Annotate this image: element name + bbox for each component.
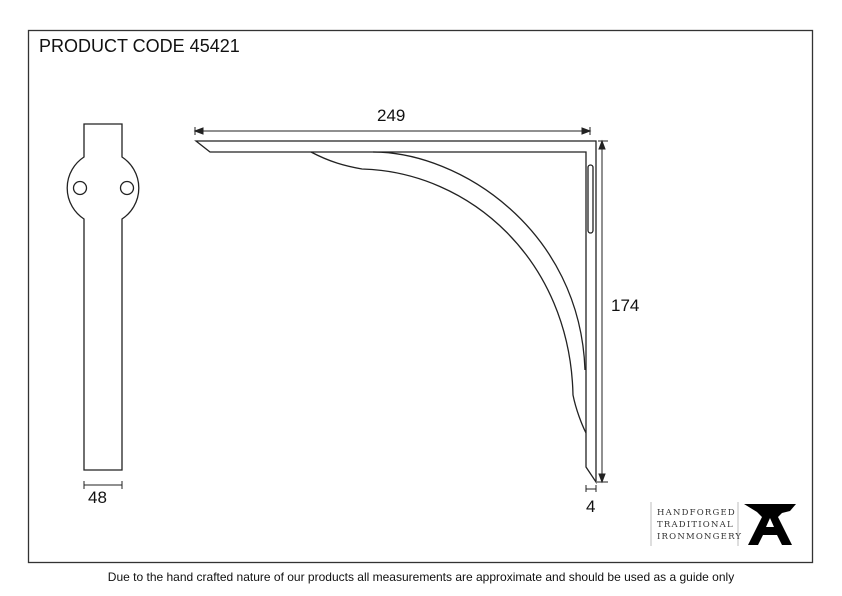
logo-text: HANDFORGED TRADITIONAL IRONMONGERY [657, 507, 742, 543]
screw-hole [72, 180, 88, 196]
height-label: 174 [611, 296, 640, 315]
mounting-slot [587, 164, 594, 234]
logo-line: HANDFORGED [657, 508, 736, 518]
side-view [66, 123, 140, 489]
disclaimer-footer: Due to the hand crafted nature of our pr… [107, 570, 735, 584]
thickness-label: 4 [586, 497, 596, 516]
length-label: 249 [377, 106, 406, 125]
bracket-front-view [194, 140, 597, 485]
height-dimension-line [597, 139, 608, 484]
anvil-icon [744, 504, 796, 545]
logo-line: TRADITIONAL [657, 520, 734, 530]
thickness-dimension-line [585, 485, 597, 492]
drawing-border [27, 29, 814, 564]
width-label: 48 [88, 488, 107, 507]
product-code-title: PRODUCT CODE 45421 [39, 36, 240, 56]
width-dimension-line [83, 481, 123, 489]
length-dimension-line [193, 127, 592, 135]
screw-hole [119, 180, 135, 196]
logo-line: IRONMONGERY [657, 532, 743, 542]
